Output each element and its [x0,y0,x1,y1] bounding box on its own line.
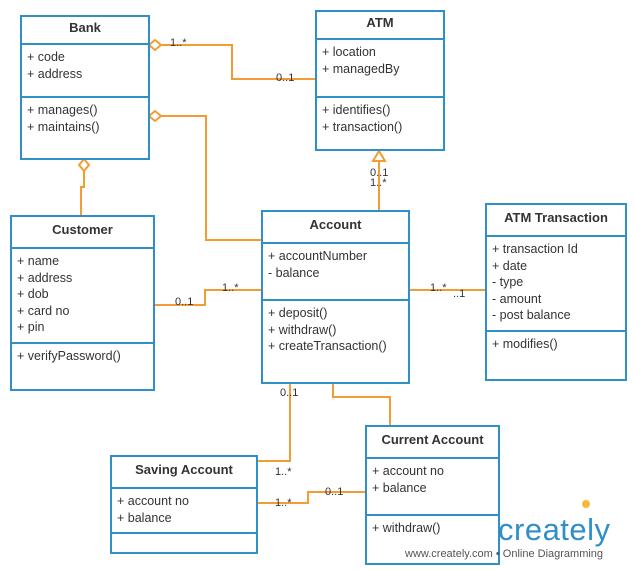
class-methods: + identifies() + transaction() [317,96,443,140]
attribute: - post balance [492,308,571,322]
attribute: - type [492,275,524,289]
attribute: + date [492,258,528,273]
aggregation-diamond-bank-account [147,109,163,123]
method: + withdraw() [372,521,441,535]
creately-logo: creately [498,512,611,547]
class-methods: + verifyPassword() [12,342,153,370]
multiplicity-label: 1..* [275,497,292,509]
attribute: + dob [17,287,49,301]
method: + modifies() [492,337,558,351]
multiplicity-label: 0..1 [175,296,194,308]
connector-current-account [332,383,391,425]
class-title: ATM Transaction [504,210,608,225]
connector-bank-account [161,115,261,241]
multiplicity-label: 0..1 [325,486,344,498]
class-attributes: + code + address [22,43,148,96]
method: + verifyPassword() [17,349,121,363]
connector-customer-account [154,289,261,306]
attribute: + name [17,254,60,268]
attribute: - amount [492,291,542,306]
multiplicity-label: 1..* [430,282,447,294]
method: + deposit() [268,306,328,320]
class-attributes: + account no + balance [367,457,498,514]
class-title: Saving Account [135,462,233,477]
connector-bank-customer [80,171,85,215]
attribute: + accountNumber [268,249,368,263]
class-attributes: + transaction Id + date - type - amount … [487,235,625,330]
class-bank[interactable]: Bank + code + address + manages() + main… [20,15,150,160]
attribute: + code [27,50,65,64]
inheritance-arrow-atm [371,149,387,162]
multiplicity-label: 1..* [222,282,239,294]
class-methods: + withdraw() [367,514,498,542]
class-methods: + deposit() + withdraw() + createTransac… [263,299,408,360]
class-title: ATM [366,15,394,30]
method: + identifies() [322,103,391,117]
attribute: + balance [372,480,427,495]
aggregation-diamond-bank-atm [147,38,163,52]
method: + createTransaction() [268,339,387,353]
class-methods [112,532,256,543]
attribute: + location [322,45,376,59]
class-saving-account[interactable]: Saving Account + account no + balance [110,455,258,554]
lightbulb-icon [582,500,590,508]
method: + maintains() [27,119,100,134]
attribute: + account no [372,464,444,478]
class-current-account[interactable]: Current Account + account no + balance +… [365,425,500,565]
footer-text: www.creately.com • Online Diagramming [405,548,604,560]
attribute: + card no [17,303,70,318]
multiplicity-label: 1..* [370,177,387,189]
attribute: + managedBy [322,61,400,76]
class-account[interactable]: Account + accountNumber - balance + depo… [261,210,410,384]
multiplicity-label: ..1 [453,288,466,300]
attribute: + address [17,270,73,285]
attribute: + balance [117,510,172,525]
attribute: + transaction Id [492,242,578,256]
class-atm-transaction[interactable]: ATM Transaction + transaction Id + date … [485,203,627,381]
attribute: - balance [268,265,320,280]
method: + transaction() [322,119,403,134]
class-attributes: + account no + balance [112,487,256,532]
connector-saving-current [258,491,365,504]
class-methods: + manages() + maintains() [22,96,148,140]
class-attributes: + name + address + dob + card no + pin [12,247,153,342]
connector-bank-atm [160,44,315,80]
multiplicity-label: 1..* [170,37,187,49]
method: + manages() [27,103,98,117]
class-title: Customer [52,222,113,237]
attribute: + account no [117,494,189,508]
class-title: Bank [69,20,101,35]
class-methods: + modifies() [487,330,625,358]
multiplicity-label: 0..1 [280,387,299,399]
multiplicity-label: 0..1 [276,72,295,84]
multiplicity-label: 1..* [275,466,292,478]
aggregation-diamond-bank-customer [77,157,91,173]
attribute: + pin [17,320,45,334]
class-title: Current Account [381,432,484,447]
multiplicity-label: 0..1 [370,167,389,179]
class-attributes: + accountNumber - balance [263,242,408,299]
class-attributes: + location + managedBy [317,38,443,96]
connector-saving-account [258,383,291,462]
class-customer[interactable]: Customer + name + address + dob + card n… [10,215,155,391]
class-atm[interactable]: ATM + location + managedBy + identifies(… [315,10,445,151]
method: + withdraw() [268,322,337,337]
class-title: Account [309,217,362,232]
attribute: + address [27,66,83,81]
